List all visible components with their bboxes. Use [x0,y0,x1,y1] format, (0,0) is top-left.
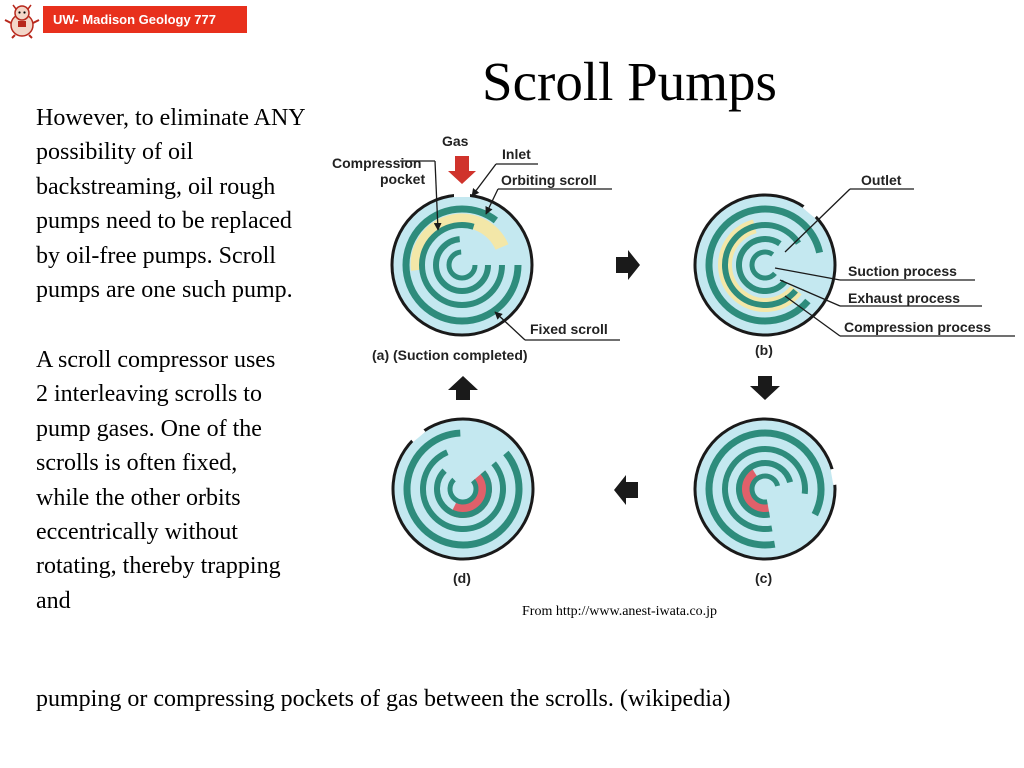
exhaust-process-label: Exhaust process [848,290,960,306]
gas-inlet-arrow [448,156,476,184]
badger-mascot-logo [4,4,40,39]
cycle-arrow-down [750,376,780,400]
suction-process-label: Suction process [848,263,957,279]
orbiting-scroll-label: Orbiting scroll [501,172,597,188]
slide-title: Scroll Pumps [482,51,777,112]
cycle-arrow-up [448,376,478,400]
compression-pocket-label-line2: pocket [380,171,425,187]
cycle-arrow-left [614,475,638,505]
scroll-compressor-paragraph-end: pumping or compressing pockets of gas be… [36,686,731,712]
scroll-pump-diagram: Gas Inlet Compression pocket Orbiting sc… [332,133,1015,586]
caption-b: (b) [755,342,773,358]
course-badge: UW- Madison Geology 777 [43,6,247,33]
compression-pocket-label-line1: Compression [332,155,421,171]
compression-process-label: Compression process [844,319,991,335]
image-credit: From http://www.anest-iwata.co.jp [522,604,718,619]
caption-c: (c) [755,570,772,586]
scroll-compressor-paragraph: A scroll compressor uses 2 interleaving … [36,347,281,614]
scroll-stage-b [693,193,837,337]
outlet-label: Outlet [861,172,902,188]
caption-a: (a) (Suction completed) [372,347,528,363]
fixed-scroll-label: Fixed scroll [530,321,608,337]
inlet-label: Inlet [502,146,531,162]
scroll-stage-d [391,417,535,561]
scroll-stage-c [693,417,839,561]
cycle-arrow-right [616,250,640,280]
caption-d: (d) [453,570,471,586]
leader-lines-b [774,188,1015,337]
gas-label: Gas [442,133,469,149]
leader-lines-a [400,160,620,341]
scroll-stage-a [390,192,534,337]
intro-paragraph: However, to eliminate ANY possibility of… [36,105,305,304]
